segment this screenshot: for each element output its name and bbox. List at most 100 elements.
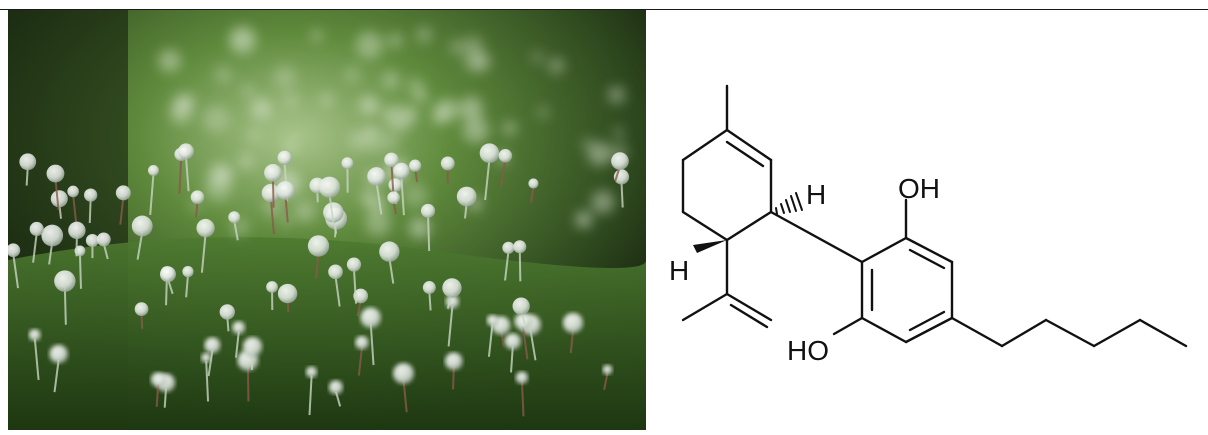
bond-ring-4	[683, 212, 727, 240]
blurred-trichome	[239, 154, 253, 168]
blurred-trichome	[386, 106, 412, 132]
blurred-trichome	[344, 66, 361, 83]
blurred-trichome	[365, 210, 391, 236]
blurred-trichome	[388, 33, 403, 48]
blurred-trichome	[463, 117, 489, 143]
trichome-head	[278, 284, 297, 303]
atom-label-oh-bottom: HO	[787, 335, 829, 366]
trichome-stalk	[428, 215, 429, 251]
trichome-head	[49, 345, 68, 364]
atom-label-oh-top: OH	[898, 173, 940, 204]
blurred-trichome	[174, 95, 192, 113]
trichome-head	[30, 222, 44, 236]
trichome-head	[266, 281, 278, 293]
bond-arom-2	[906, 238, 952, 262]
bond-isopropenyl-methyl	[683, 294, 727, 320]
blurred-trichome	[273, 66, 296, 89]
trichome-head	[423, 281, 436, 294]
trichome-head	[505, 333, 521, 349]
trichome-head	[393, 163, 409, 179]
blurred-trichome	[588, 142, 612, 166]
trichome-head	[228, 211, 240, 223]
trichome-head	[132, 216, 153, 237]
trichome-head	[611, 152, 629, 170]
trichome-head	[329, 380, 343, 394]
trichome-head	[367, 167, 385, 185]
trichome-head	[457, 187, 477, 207]
trichome-head	[178, 143, 194, 159]
bond-ring-3	[727, 212, 771, 240]
molecular-structure: H H OH HO	[646, 10, 1208, 430]
trichome-head	[355, 336, 369, 350]
bond-arom-5	[862, 318, 906, 342]
blurred-trichome	[502, 121, 516, 135]
blurred-trichome	[202, 105, 229, 132]
blurred-trichome	[356, 31, 384, 59]
blurred-trichome	[575, 211, 592, 228]
trichome-head	[29, 329, 41, 341]
blurred-trichome	[416, 27, 432, 43]
bond-pentyl-2	[1002, 320, 1046, 346]
trichome-head	[232, 321, 245, 334]
blurred-trichome	[364, 128, 390, 154]
bond-wedge-h-left	[693, 240, 727, 253]
trichome-head	[487, 315, 499, 327]
trichome-stalk	[273, 178, 274, 207]
bond-arom-4	[906, 318, 952, 342]
trichome-head	[97, 232, 111, 246]
blurred-trichome	[408, 78, 424, 94]
trichome-head	[442, 278, 461, 297]
trichome-head	[278, 151, 292, 165]
trichome-head	[19, 153, 36, 170]
trichome-head	[393, 363, 414, 384]
bond-ring-1-double	[727, 142, 763, 166]
trichome-head	[409, 160, 421, 172]
bond-arom-4-inner	[910, 312, 944, 330]
trichome-head	[441, 156, 455, 170]
blurred-trichome	[382, 72, 399, 89]
blurred-trichome	[359, 96, 379, 116]
trichome-head	[47, 165, 65, 183]
blurred-trichome	[463, 50, 485, 72]
bond-oh-bottom	[834, 318, 862, 334]
blurred-trichome	[459, 97, 483, 121]
trichome-head	[360, 307, 381, 328]
trichome-head	[41, 225, 63, 247]
trichome-macro-photo-image	[8, 10, 646, 430]
trichome-head	[67, 186, 79, 198]
trichome-head	[54, 270, 75, 291]
blurred-trichome	[212, 164, 233, 185]
blurred-trichome	[537, 107, 549, 119]
trichome-head	[387, 191, 400, 204]
blurred-trichome	[281, 216, 291, 226]
blurred-trichome	[591, 190, 614, 213]
trichome-head	[342, 157, 354, 169]
blurred-trichome	[242, 86, 253, 97]
blurred-trichome	[321, 94, 332, 105]
trichome-head	[480, 143, 500, 163]
trichome-head	[220, 304, 235, 319]
atom-label-h-left: H	[669, 255, 689, 286]
bond-ring-link	[771, 212, 862, 262]
trichome-stalk	[429, 291, 430, 310]
trichome-head	[201, 353, 211, 363]
blurred-trichome	[409, 217, 430, 238]
blurred-trichome	[608, 86, 626, 104]
trichome-head	[379, 241, 399, 261]
blurred-trichome	[613, 128, 624, 139]
trichome-head	[116, 185, 131, 200]
blurred-trichome	[158, 50, 181, 73]
trichome-stalk	[248, 367, 249, 402]
blurred-trichome	[449, 39, 466, 56]
bond-ring-6	[683, 130, 727, 160]
blurred-trichome	[433, 112, 445, 124]
trichome-head	[68, 222, 85, 239]
blurred-trichome	[548, 58, 564, 74]
trichome-head	[499, 149, 513, 163]
trichome-head	[51, 190, 68, 207]
trichome-head	[513, 298, 530, 315]
trichome-head	[563, 313, 583, 333]
atom-label-h-top: H	[806, 179, 826, 210]
trichome-head	[243, 337, 263, 357]
bond-pentyl-5	[1140, 320, 1186, 346]
